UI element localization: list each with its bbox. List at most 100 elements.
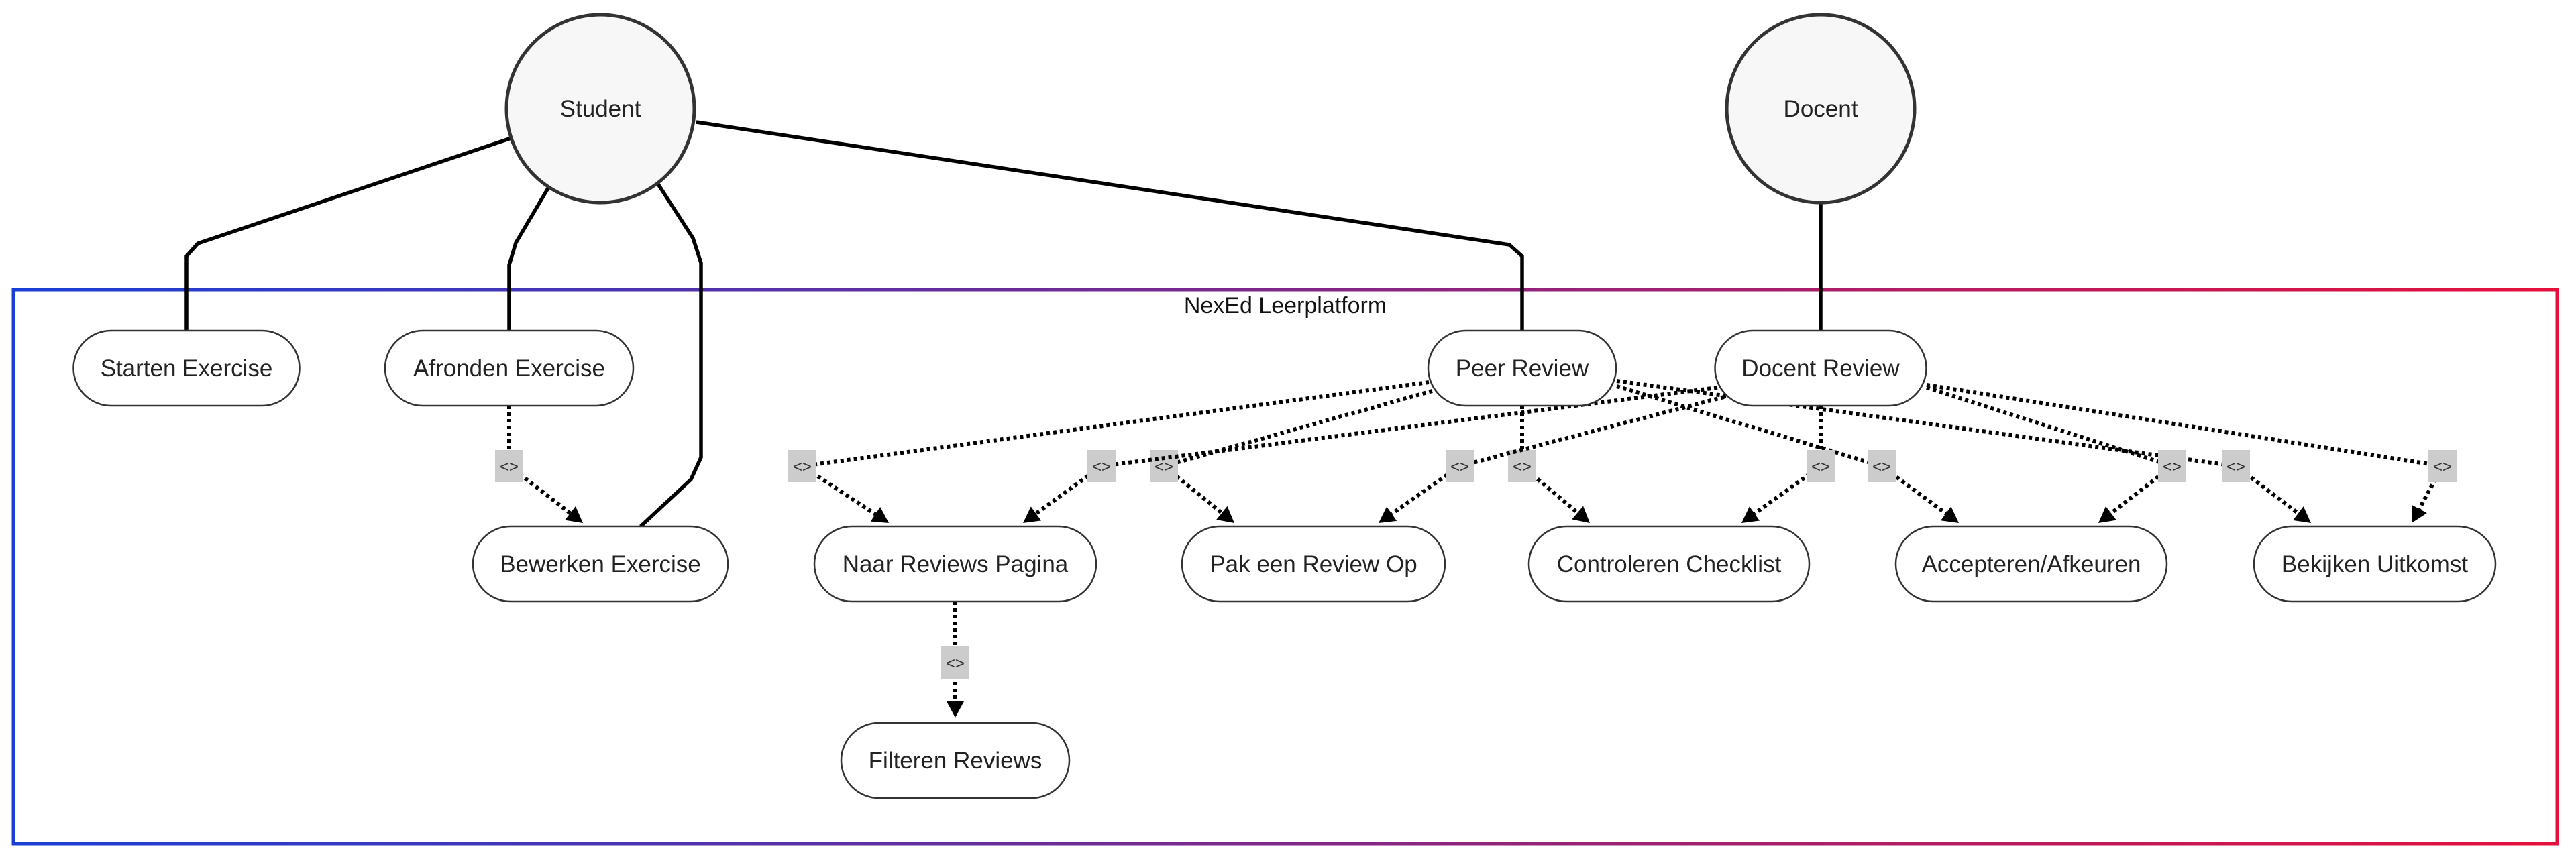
relation-badge (495, 450, 523, 482)
use-case-label: Peer Review (1456, 355, 1589, 382)
system-boundary-frame (11, 288, 2559, 846)
relation-arrowhead (2411, 504, 2427, 523)
relation-arrowhead (1940, 506, 1959, 523)
relation-badge (1868, 450, 1896, 482)
use-case-label: Afronden Exercise (413, 355, 605, 382)
actor-label: Docent (1784, 96, 1858, 122)
use-case-accepteren: Accepteren/Afkeuren (1894, 525, 2168, 603)
relation-docentreview-accepteren: <> (1926, 386, 2186, 523)
use-case-label: Docent Review (1741, 355, 1900, 382)
use-case-box (72, 329, 301, 407)
relation-label: <> (1811, 458, 1830, 476)
relation-line (796, 380, 1430, 516)
relation-arrowhead (870, 506, 889, 523)
relation-arrowhead (1023, 506, 1042, 523)
use-case-box (1181, 525, 1446, 603)
relation-arrowhead (565, 506, 583, 523)
use-case-box (813, 525, 1097, 603)
relation-afronden-bewerken: <> (495, 406, 583, 523)
use-case-label: Controleren Checklist (1557, 551, 1782, 577)
relation-peer-controleren: <> (1508, 406, 1590, 523)
use-case-box (2253, 525, 2497, 603)
relation-docentreview-pak: <> (1379, 395, 1725, 523)
use-case-box (384, 329, 635, 407)
relation-arrowhead (1379, 506, 1397, 523)
use-case-label: Starten Exercise (101, 355, 273, 382)
relation-badge (788, 450, 816, 482)
system-boundary: NexEd Leerplatform (11, 288, 2559, 846)
relation-label: <> (1092, 458, 1111, 476)
relation-label: <> (946, 654, 965, 673)
relation-label: <> (1872, 458, 1891, 476)
relation-badge (2222, 450, 2250, 482)
use-case-box (1427, 329, 1617, 407)
actor-label: Student (560, 96, 641, 122)
relation-label: <> (1513, 458, 1532, 476)
actor-circle (1725, 13, 1917, 205)
association-student-bewerken (639, 182, 703, 528)
use-case-naar: Naar Reviews Pagina (813, 525, 1097, 603)
use-case-afronden: Afronden Exercise (384, 329, 635, 407)
relation-badge (2158, 450, 2186, 482)
association-student-afronden (507, 186, 551, 331)
use-case-label: Naar Reviews Pagina (843, 551, 1069, 577)
relation-arrowhead (2098, 506, 2116, 523)
actor-circle (504, 13, 696, 205)
relation-label: <> (2226, 458, 2245, 476)
relation-label: <> (1155, 458, 1173, 476)
relation-peer-accepteren: <> (1616, 384, 1959, 523)
association-student-peer (696, 120, 1524, 331)
relation-badge (941, 646, 969, 679)
use-case-filteren: Filteren Reviews (840, 722, 1071, 799)
use-case-bewerken: Bewerken Exercise (472, 525, 729, 603)
relation-peer-bekijken: <> (1616, 379, 2311, 523)
relation-arrowhead (1572, 506, 1590, 523)
use-case-docentreview: Docent Review (1714, 329, 1927, 407)
system-boundary-label: NexEd Leerplatform (1184, 293, 1387, 319)
relation-arrowhead (2293, 506, 2311, 523)
relation-arrowhead (1741, 506, 1760, 523)
relation-docentreview-bekijken: <> (1926, 383, 2457, 523)
relation-label: <> (2163, 458, 2182, 476)
relation-docentreview-naar: <> (1023, 386, 1718, 523)
relation-peer-pak: <> (1150, 389, 1433, 523)
relation-line (1616, 379, 2300, 515)
relation-peer-naar: <> (788, 380, 1430, 523)
relation-arrowhead (947, 701, 964, 718)
actor-docent: Docent (1725, 13, 1917, 205)
relation-badge (1446, 450, 1474, 482)
relation-badge (2428, 450, 2457, 482)
association-student-starten (184, 136, 512, 331)
use-case-box (1894, 525, 2168, 603)
relations: <> <> <> <> <> <> <> <> <> <> <> <> (495, 379, 2457, 718)
relation-docentreview-controleren: <> (1741, 406, 1835, 523)
use-case-label: Bekijken Uitkomst (2282, 551, 2468, 577)
use-case-bekijken: Bekijken Uitkomst (2253, 525, 2497, 603)
use-case-label: Accepteren/Afkeuren (1922, 551, 2141, 577)
relation-naar-filteren: <> (941, 602, 969, 718)
relation-line (1926, 383, 2446, 510)
use-case-peer: Peer Review (1427, 329, 1617, 407)
use-case-pak: Pak een Review Op (1181, 525, 1446, 603)
relation-badge (1508, 450, 1536, 482)
associations (184, 120, 1823, 528)
use-case-box (1527, 525, 1811, 603)
use-case-box (840, 722, 1071, 799)
relation-label: <> (1450, 458, 1469, 476)
relation-badge (1807, 450, 1835, 482)
actors: Student Docent (504, 13, 1917, 205)
use-cases: Starten Exercise Afronden Exercise Peer Re… (72, 329, 2497, 799)
relation-badge (1087, 450, 1116, 482)
use-case-label: Filteren Reviews (869, 748, 1042, 774)
use-case-label: Pak een Review Op (1210, 551, 1417, 577)
relation-label: <> (2433, 458, 2452, 476)
actor-student: Student (504, 13, 696, 205)
use-case-box (472, 525, 729, 603)
relation-line (1390, 395, 1725, 516)
use-case-starten: Starten Exercise (72, 329, 301, 407)
relation-label: <> (793, 458, 812, 476)
relation-label: <> (500, 458, 519, 476)
use-case-box (1714, 329, 1927, 407)
relation-arrowhead (1216, 506, 1234, 523)
